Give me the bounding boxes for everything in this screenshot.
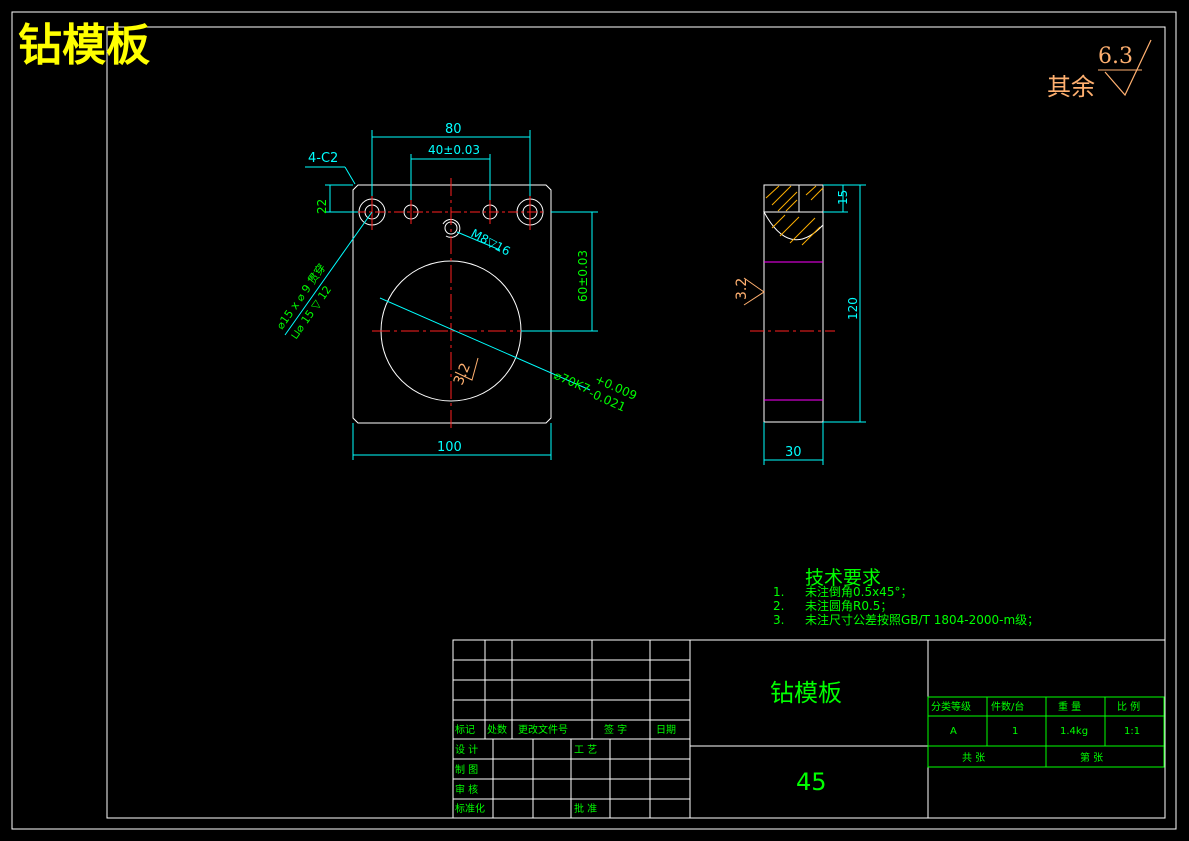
info-scale: 1:1: [1124, 726, 1140, 737]
roughness-default: 其余 6.3: [1047, 39, 1152, 101]
outer-frame: [11, 11, 1177, 830]
inner-frame: [106, 26, 1166, 819]
rev-header-doc: 更改文件号: [518, 723, 568, 736]
tech-req-1-text: 未注倒角0.5x45°；: [805, 584, 912, 599]
info-header-scale: 比 例: [1117, 700, 1140, 713]
role-design: 设 计: [455, 743, 478, 756]
dim-bore: ⌀70K7: [552, 368, 592, 396]
plate-outline: [352, 184, 552, 424]
dim-15: 15: [836, 190, 850, 205]
info-header-class: 分类等级: [931, 700, 971, 713]
dim-80: 80: [445, 122, 462, 137]
tech-req-3-text: 未注尺寸公差按照GB/T 1804-2000-m级；: [805, 612, 1039, 627]
role-process: 工 艺: [574, 744, 597, 756]
side-outline: [763, 184, 824, 423]
rev-header-count: 处数: [487, 723, 507, 736]
front-view: 80 40±0.03 4-C2 22 M8▽16 ⌀15 x ⌀ 9 贯穿 ⊔⌀…: [273, 122, 639, 460]
dim-120: 120: [846, 297, 860, 320]
dim-30: 30: [785, 445, 802, 460]
sheet-number: 第 张: [1080, 751, 1103, 764]
tech-req-2-num: 2.: [773, 599, 784, 613]
dim-22: 22: [315, 199, 329, 214]
role-standard: 标准化: [455, 802, 485, 815]
drawing-title: 钻模板: [18, 20, 150, 71]
dim-100: 100: [437, 440, 462, 455]
roughness-side: 3.2: [734, 278, 750, 300]
tech-req-2-text: 未注圆角R0.5；: [805, 598, 892, 613]
dim-60: 60±0.03: [576, 250, 590, 302]
info-header-qty: 件数/台: [991, 700, 1024, 713]
roughness-default-label: 其余: [1047, 73, 1095, 101]
tech-req-3-num: 3.: [773, 613, 784, 627]
info-weight: 1.4kg: [1060, 726, 1088, 737]
dim-chamfer: 4-C2: [308, 151, 338, 166]
roughness-bore: 3.2: [451, 361, 474, 388]
dim-40: 40±0.03: [428, 143, 480, 157]
rev-header-date: 日期: [656, 724, 676, 736]
side-view: 15 120 30 3.2: [734, 184, 866, 465]
sheet-total: 共 张: [962, 752, 985, 764]
info-class: A: [950, 726, 957, 737]
material: 45: [796, 768, 827, 796]
dim-thread: M8▽16: [469, 226, 513, 258]
role-review: 审 核: [455, 783, 478, 796]
rev-header-sign: 签 字: [604, 723, 627, 736]
roughness-default-value: 6.3: [1098, 44, 1133, 69]
side-hatch: [763, 185, 824, 246]
tech-req-1-num: 1.: [773, 585, 784, 599]
role-approve: 批 准: [574, 802, 597, 815]
info-header-weight: 重 量: [1058, 700, 1081, 713]
tech-requirements: 技术要求 1. 未注倒角0.5x45°； 2. 未注圆角R0.5； 3. 未注尺…: [773, 567, 1039, 627]
tech-req-heading: 技术要求: [805, 567, 881, 589]
role-drafting: 制 图: [455, 763, 478, 776]
rev-header-mark: 标记: [455, 724, 475, 736]
title-block: 标记 处数 更改文件号 签 字 日期 设 计 制 图 审 核 标准化 工 艺 批…: [452, 639, 1166, 819]
info-qty: 1: [1012, 726, 1018, 737]
part-name: 钻模板: [770, 679, 842, 707]
